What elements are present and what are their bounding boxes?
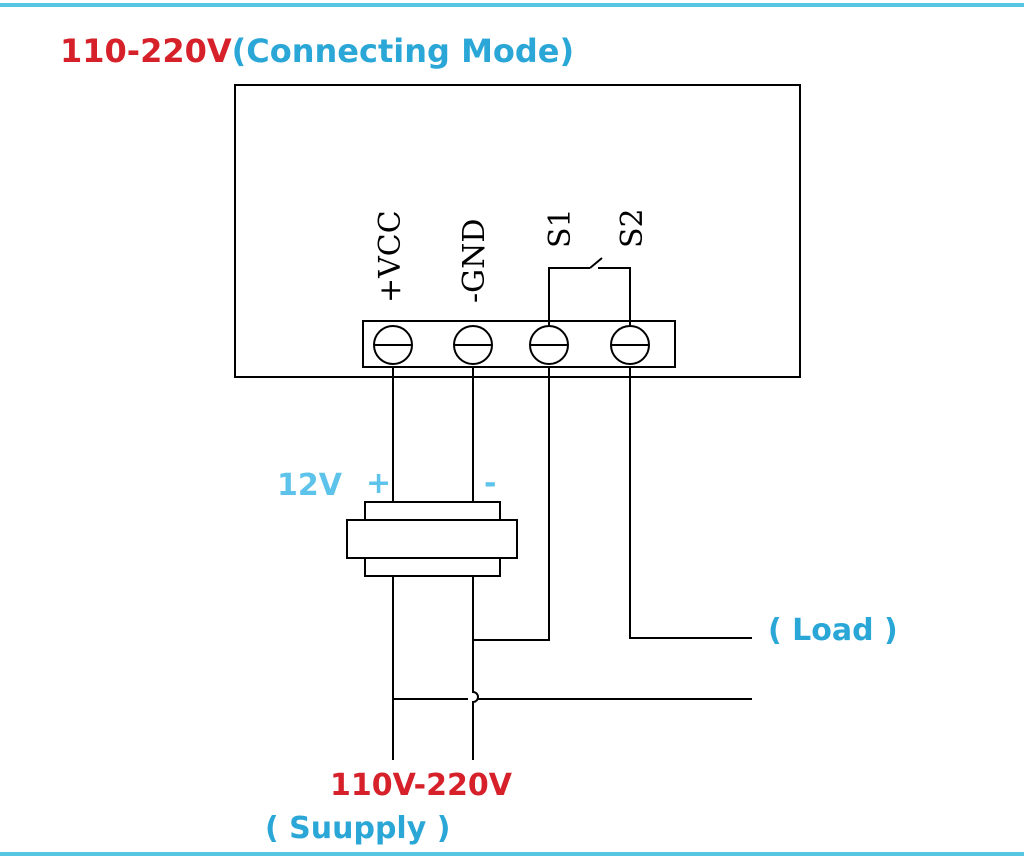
title-mode: (Connecting Mode) xyxy=(232,32,574,70)
load-label: ( Load ) xyxy=(768,613,898,648)
power-voltage-label: 12V xyxy=(277,468,343,503)
wire-supply-right xyxy=(472,576,479,760)
terminal-screw-vcc xyxy=(373,325,413,365)
supply-label: ( Suupply ) xyxy=(265,811,450,846)
power-module xyxy=(346,501,518,577)
supply-voltage-label: 110V-220V xyxy=(330,768,513,803)
terminal-label-vcc: +VCC xyxy=(373,210,408,303)
power-plus-label: + xyxy=(366,466,391,501)
terminal-screw-gnd xyxy=(453,325,493,365)
frame-bottom-border xyxy=(0,852,1024,856)
terminal-label-s1: S1 xyxy=(543,208,578,248)
wire-s1 xyxy=(473,367,550,641)
terminal-label-s2: S2 xyxy=(615,208,650,248)
wire-s2-load xyxy=(629,367,752,639)
power-minus-label: - xyxy=(484,466,496,501)
terminal-label-gnd: -GND xyxy=(457,219,492,303)
title: 110-220V(Connecting Mode) xyxy=(60,32,574,70)
frame-top-border xyxy=(0,3,1024,7)
title-voltage: 110-220V xyxy=(60,32,232,70)
relay-switch xyxy=(548,257,631,326)
